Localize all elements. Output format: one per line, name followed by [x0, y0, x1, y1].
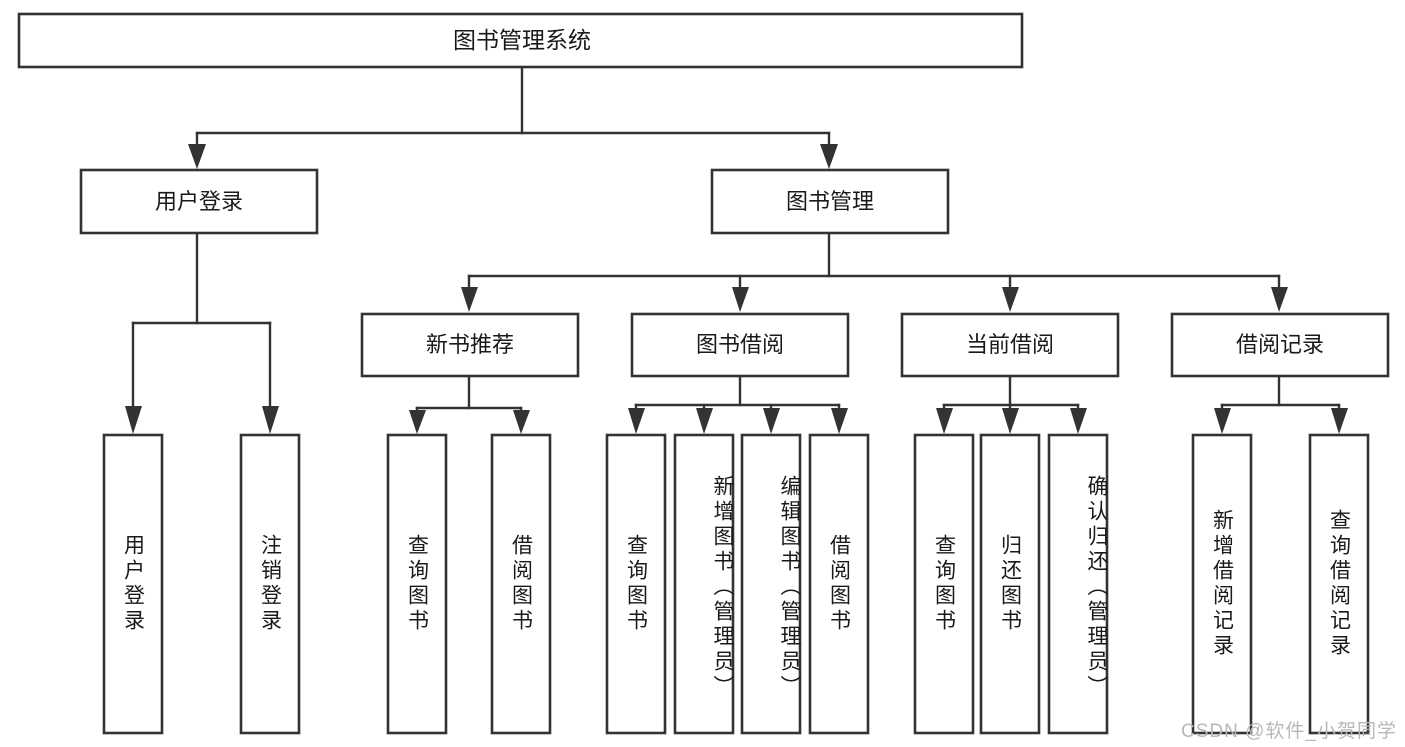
node-root-box[interactable]	[17, 12, 1024, 69]
arrow-head-leaf-return-book	[1002, 408, 1019, 434]
arrow-head-leaf-query-record	[1331, 408, 1348, 434]
connector-group-user-login	[125, 232, 279, 434]
arrow-head-leaf-add-record	[1214, 408, 1231, 434]
connector-group-borrow-record	[1214, 374, 1348, 434]
leaf-box-borrow-book-1[interactable]	[490, 433, 552, 735]
leaf-box-add-book[interactable]	[673, 433, 735, 735]
arrow-head-leaf-user-login	[125, 406, 142, 434]
arrow-head-leaf-query-book-2	[628, 408, 645, 434]
leaf-box-query-record[interactable]	[1308, 433, 1370, 735]
connector-group-book-mgmt	[461, 232, 1288, 312]
leaf-box-query-book-2[interactable]	[605, 433, 667, 735]
node-book-borrow-label: 图书借阅	[696, 332, 784, 357]
node-book-borrow-box[interactable]	[630, 312, 850, 378]
leaf-box-user-login[interactable]	[102, 433, 164, 735]
connector-group-book-borrow	[628, 374, 848, 434]
leaf-box-return-book[interactable]	[979, 433, 1041, 735]
arrow-head-user-login	[188, 144, 206, 169]
leaf-box-confirm-return[interactable]	[1047, 433, 1109, 735]
arrow-head-leaf-query-book-3	[936, 408, 953, 434]
node-current-borrow-label: 当前借阅	[966, 332, 1054, 357]
arrow-head-leaf-add-book	[696, 408, 713, 434]
leaf-box-edit-book[interactable]	[740, 433, 802, 735]
leaf-box-borrow-book-2[interactable]	[808, 433, 870, 735]
arrow-head-leaf-borrow-book-2	[831, 408, 848, 434]
leaf-box-query-book-3[interactable]	[913, 433, 975, 735]
arrow-head-leaf-edit-book	[763, 408, 780, 434]
leaf-box-query-book-1[interactable]	[386, 433, 448, 735]
node-new-book-box[interactable]	[360, 312, 580, 378]
node-new-book-label: 新书推荐	[426, 332, 514, 357]
arrow-head-leaf-logout	[262, 406, 279, 434]
node-root-label: 图书管理系统	[453, 27, 591, 53]
arrow-head-new-book	[461, 287, 478, 312]
node-borrow-record-box[interactable]	[1170, 312, 1390, 378]
node-book-mgmt-label: 图书管理	[786, 189, 874, 214]
leaf-box-logout[interactable]	[239, 433, 301, 735]
node-book-mgmt-box[interactable]	[710, 168, 950, 235]
arrow-head-leaf-borrow-book-1	[513, 410, 530, 434]
node-user-login-box[interactable]	[79, 168, 319, 235]
connector-group-root	[188, 66, 838, 169]
arrow-head-leaf-confirm-return	[1070, 408, 1087, 434]
arrow-head-book-mgmt	[820, 144, 838, 169]
arrow-head-book-borrow	[732, 287, 749, 312]
node-current-borrow-box[interactable]	[900, 312, 1120, 378]
arrow-head-borrow-record	[1271, 287, 1288, 312]
watermark-text: CSDN @软件_小贺同学	[1181, 721, 1397, 742]
arrow-head-current-borrow	[1002, 287, 1019, 312]
leaf-box-add-record[interactable]	[1191, 433, 1253, 735]
connector-group-new-book	[409, 374, 530, 434]
node-borrow-record-label: 借阅记录	[1236, 332, 1324, 357]
node-user-login-label: 用户登录	[155, 189, 243, 214]
arrow-head-leaf-query-book-1	[409, 410, 426, 434]
connector-group-current-borrow	[936, 374, 1087, 434]
